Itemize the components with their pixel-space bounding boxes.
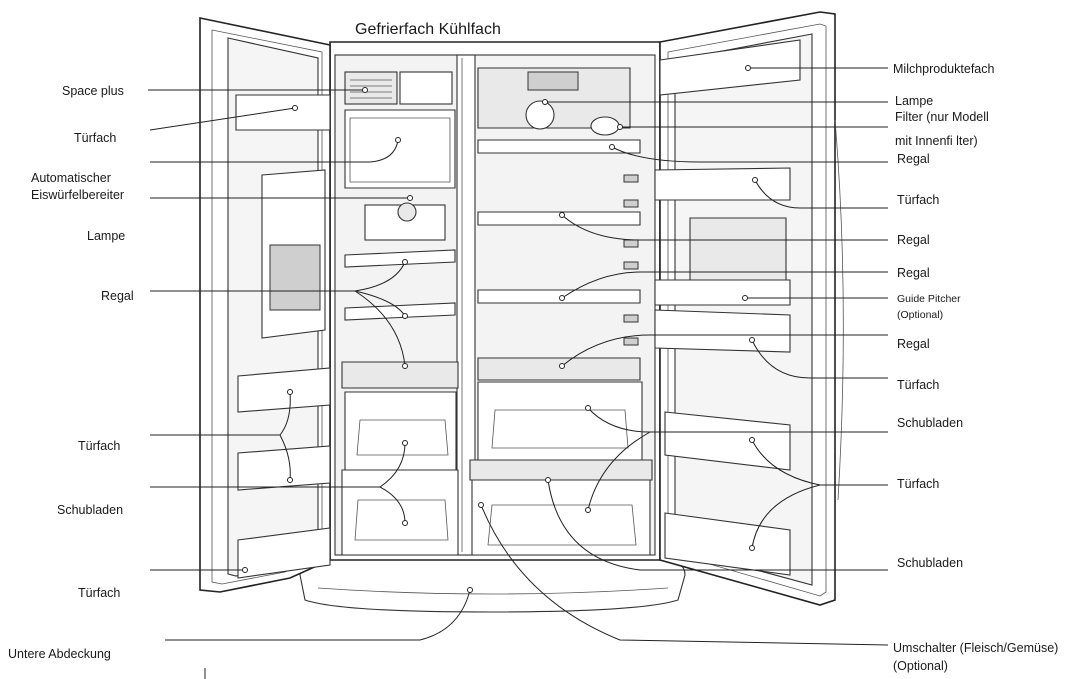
label-tuerfach-left-3: Türfach [78,586,120,600]
right-door-gasket [674,33,813,586]
label-filter-line-2: mit Innenfi lter) [895,134,978,148]
label-space-plus: Space plus [62,84,124,98]
label-tuerfach-right-2: Türfach [897,378,939,392]
label-schubladen-left: Schubladen [57,503,123,517]
diagram-title: Gefrierfach Kühlfach [355,21,501,38]
freezer-drawer-2 [341,469,459,556]
bottom-cover [299,557,686,613]
label-eiswuerfel-line-2: Eiswürfelbereiter [31,188,124,202]
label-umschalter-line-1: Umschalter (Fleisch/Gemüse) [893,641,1058,655]
label-schubladen-right-2: Schubladen [897,556,963,570]
fridge-shelf-4 [477,357,641,381]
label-regal-right-4: Regal [897,337,930,351]
shelf-rails [623,174,639,346]
label-untere-abdeckung: Untere Abdeckung [8,647,111,661]
label-lampe-right: Lampe [895,94,933,108]
freezer-shelf-3 [341,361,459,389]
fridge-shelf-3 [477,289,641,304]
freezer-shelf-2 [344,302,456,321]
left-door-bin-2 [237,367,331,413]
label-umschalter-line-2: (Optional) [893,659,948,673]
left-door-bin-1 [235,94,331,131]
fridge-shelf-1 [477,139,641,154]
label-filter-line-1: Filter (nur Modell [895,110,989,124]
label-schubladen-right-1: Schubladen [897,416,963,430]
fridge-drawer-3 [471,479,651,556]
label-lampe-left: Lampe [87,229,125,243]
refrigerator-illustration [199,11,844,613]
label-guide-pitcher-1: Guide Pitcher [897,293,961,305]
label-tuerfach-left-2: Türfach [78,439,120,453]
left-door-bin-3 [237,445,331,491]
label-regal-right-2: Regal [897,233,930,247]
label-eiswuerfel-line-1: Automatischer [31,171,111,185]
label-regal-right-1: Regal [897,152,930,166]
label-tuerfach-right-3: Türfach [897,477,939,491]
right-door-bin-4 [664,411,791,471]
right-door-bin-5 [664,512,791,576]
right-door-bin-2 [654,279,791,306]
labels: Gefrierfach Kühlfach Space plus Türfach … [8,21,1058,673]
label-regal-right-3: Regal [897,266,930,280]
label-guide-pitcher-2: (Optional) [897,309,943,321]
ice-maker [344,109,456,189]
dispenser-window [269,244,321,311]
center-divider [456,54,476,556]
right-door-bin-3 [654,309,791,353]
left-door-bin-4 [237,527,331,579]
right-door-bin-1 [654,167,791,201]
label-tuerfach-left-1: Türfach [74,131,116,145]
label-tuerfach-right-1: Türfach [897,193,939,207]
freezer-shelf-1 [344,249,456,268]
right-door-pitcher-frame [689,217,787,291]
label-milchproduktefach: Milchproduktefach [893,62,994,76]
fridge-shelf-2 [477,211,641,226]
leader-lines [148,65,889,679]
label-regal-left: Regal [101,289,134,303]
dairy-compartment [659,39,801,96]
fridge-lamp-unit [477,67,631,129]
freezer-drawer-1 [344,391,457,471]
fridge-drawer-2 [469,459,653,481]
space-plus-box [344,71,398,105]
